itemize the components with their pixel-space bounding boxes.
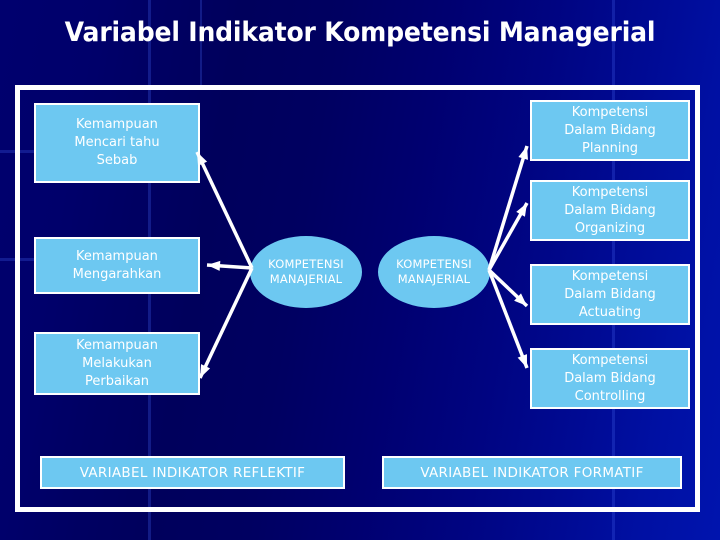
hub-kompetensi-manajerial-formatif[interactable]: KOMPETENSI MANAJERIAL <box>378 236 490 308</box>
reflective-indicator-box-1[interactable]: Kemampuan Mencari tahu Sebab <box>34 103 200 183</box>
slide-title: Variabel Indikator Kompetensi Managerial <box>64 17 656 48</box>
hub-kompetensi-manajerial-reflektif[interactable]: KOMPETENSI MANAJERIAL <box>250 236 362 308</box>
reflective-indicator-box-3[interactable]: Kemampuan Melakukan Perbaikan <box>34 332 200 395</box>
content-frame <box>15 85 700 512</box>
formative-indicator-box-1[interactable]: Kompetensi Dalam Bidang Planning <box>530 100 690 161</box>
formative-indicator-box-2[interactable]: Kompetensi Dalam Bidang Organizing <box>530 180 690 241</box>
reflective-indicator-box-2[interactable]: Kemampuan Mengarahkan <box>34 237 200 294</box>
formative-indicator-box-3[interactable]: Kompetensi Dalam Bidang Actuating <box>530 264 690 325</box>
legend-variabel-indikator-formatif[interactable]: VARIABEL INDIKATOR FORMATIF <box>382 456 682 489</box>
formative-indicator-box-4[interactable]: Kompetensi Dalam Bidang Controlling <box>530 348 690 409</box>
legend-variabel-indikator-reflektif[interactable]: VARIABEL INDIKATOR REFLEKTIF <box>40 456 345 489</box>
